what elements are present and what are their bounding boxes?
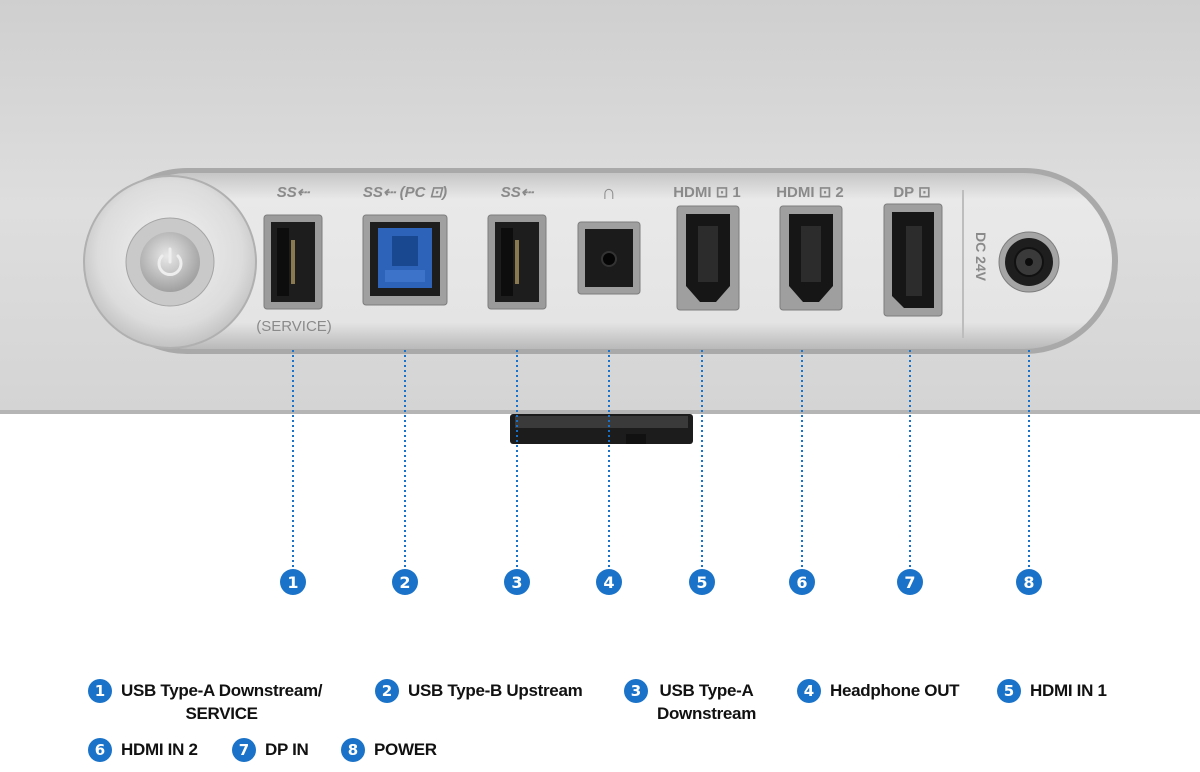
callout-number-4: 4 — [603, 573, 614, 592]
label-hdmi-1: HDMI ⊡ 1 — [673, 184, 741, 201]
callout-leaders: 1 2 3 4 5 6 7 8 — [280, 350, 1042, 595]
callout-circle-2 — [392, 569, 418, 595]
callout-number-2: 2 — [399, 573, 410, 592]
callout-circle-8 — [1016, 569, 1042, 595]
legend-item-3: 3 USB Type-A Downstream — [624, 679, 756, 725]
legend-item-4: 4 Headphone OUT — [797, 679, 960, 703]
callout-number-7: 7 — [904, 573, 915, 592]
usb-b-port[interactable] — [362, 214, 448, 306]
legend-number-5: 5 — [997, 679, 1021, 703]
callout-number-3: 3 — [511, 573, 522, 592]
legend-item-7: 7 DP IN — [232, 738, 309, 762]
callout-number-6: 6 — [796, 573, 807, 592]
legend-text-5: HDMI IN 1 — [1030, 681, 1107, 700]
legend-text-4: Headphone OUT — [830, 681, 960, 700]
callout-circle-7 — [897, 569, 923, 595]
legend-number-1: 1 — [88, 679, 112, 703]
usb-a-port-service[interactable] — [263, 214, 323, 310]
displayport[interactable] — [883, 203, 943, 317]
legend-item-2: 2 USB Type-B Upstream — [375, 679, 583, 703]
legend-item-6: 6 HDMI IN 2 — [88, 738, 198, 762]
legend: 1 USB Type-A Downstream/ SERVICE 2 USB T… — [0, 670, 1200, 772]
stand-clip — [510, 414, 693, 444]
legend-item-5: 5 HDMI IN 1 — [997, 679, 1107, 703]
power-button[interactable] — [83, 175, 257, 349]
callout-number-5: 5 — [696, 573, 707, 592]
legend-text-8: POWER — [374, 740, 437, 759]
legend-text-7: DP IN — [265, 740, 309, 759]
callout-circle-4 — [596, 569, 622, 595]
label-usb-a-2: SS⇠ — [501, 184, 535, 201]
usb-a-port[interactable] — [487, 214, 547, 310]
legend-text-1: USB Type-A Downstream/ SERVICE — [121, 681, 323, 723]
legend-number-3: 3 — [624, 679, 648, 703]
hdmi-port-1[interactable] — [676, 205, 740, 311]
legend-number-6: 6 — [88, 738, 112, 762]
callout-circle-1 — [280, 569, 306, 595]
legend-number-4: 4 — [797, 679, 821, 703]
callout-number-8: 8 — [1023, 573, 1034, 592]
legend-number-7: 7 — [232, 738, 256, 762]
label-hdmi-2: HDMI ⊡ 2 — [776, 184, 844, 201]
callout-circle-6 — [789, 569, 815, 595]
hdmi-port-2[interactable] — [779, 205, 843, 311]
legend-text-2: USB Type-B Upstream — [408, 681, 583, 700]
legend-text-3: USB Type-A Downstream — [657, 681, 757, 723]
dc-power-jack[interactable] — [998, 231, 1060, 293]
callout-number-1: 1 — [287, 573, 298, 592]
headphone-jack[interactable] — [577, 221, 641, 295]
legend-number-2: 2 — [375, 679, 399, 703]
label-usb-a-1: SS⇠ — [277, 184, 311, 201]
label-dp: DP ⊡ — [893, 184, 930, 201]
callout-circle-5 — [689, 569, 715, 595]
legend-item-8: 8 POWER — [341, 738, 437, 762]
label-dc-24v: DC 24V — [973, 232, 989, 282]
legend-text-6: HDMI IN 2 — [121, 740, 198, 759]
label-service: (SERVICE) — [256, 318, 332, 335]
label-usb-b: SS⇠ (PC ⊡) — [363, 184, 447, 201]
power-icon — [157, 247, 183, 276]
callout-circle-3 — [504, 569, 530, 595]
legend-item-1: 1 USB Type-A Downstream/ SERVICE — [88, 679, 323, 725]
label-headphone: ∩ — [602, 182, 616, 204]
legend-number-8: 8 — [341, 738, 365, 762]
